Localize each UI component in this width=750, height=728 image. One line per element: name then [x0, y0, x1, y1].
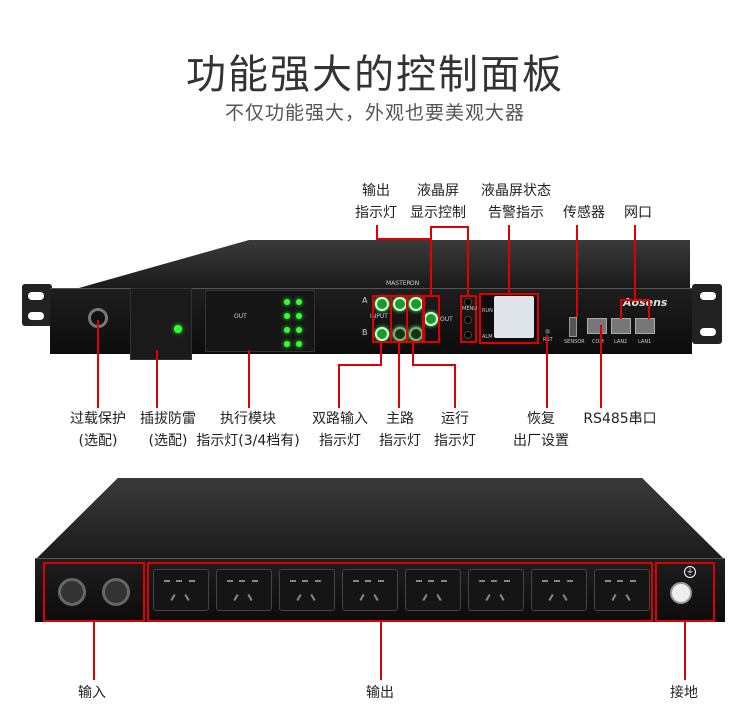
front-pdu-top [78, 240, 690, 288]
power-socket[interactable] [468, 569, 524, 611]
label-lcd-status: 液晶屏状态告警指示 [481, 183, 551, 221]
out-led-box [423, 295, 440, 343]
label-lcd-control: 液晶屏显示控制 [410, 183, 466, 221]
label-overload: 过载保护(选配) [70, 411, 126, 449]
label-module: 执行模块指示灯(3/4档有) [196, 411, 300, 449]
power-socket[interactable] [216, 569, 272, 611]
input-b-led [375, 327, 389, 341]
output-box [147, 562, 653, 622]
input-cable-1 [58, 578, 86, 606]
label-network: 网口 [624, 205, 652, 221]
com-port[interactable] [587, 318, 607, 334]
power-socket[interactable] [153, 569, 209, 611]
on-led-box [406, 295, 424, 343]
input-box [43, 562, 145, 622]
run-text: RUN [482, 308, 493, 314]
b-text: B [362, 328, 368, 337]
page-subtitle: 不仅功能强大，外观也要美观大器 [224, 102, 525, 124]
label-reset: 恢复出厂设置 [513, 411, 569, 449]
label-main: 主路指示灯 [379, 411, 421, 449]
lcd-screen [494, 296, 534, 338]
lan2-text: LAN2 [614, 339, 628, 345]
label-sensor: 传感器 [563, 205, 605, 221]
brand-logo: Aosens [623, 296, 668, 309]
a-text: A [362, 296, 368, 305]
label-dual-input: 双路输入指示灯 [312, 411, 368, 449]
sensor-text: SENSOR [564, 339, 585, 345]
down-button[interactable] [464, 331, 472, 339]
label-input: 输入 [78, 685, 106, 701]
power-socket[interactable] [531, 569, 587, 611]
ground-box [655, 562, 715, 622]
lan1-port[interactable] [635, 318, 655, 334]
input-cable-2 [102, 578, 130, 606]
page-title: 功能强大的控制面板 [186, 52, 564, 98]
label-ground: 接地 [670, 685, 698, 701]
rear-pdu-top [35, 478, 725, 560]
label-rs485: RS485串口 [583, 411, 657, 427]
com-text: COM [592, 339, 604, 345]
ground-icon: ⏚ [684, 566, 696, 578]
power-socket[interactable] [405, 569, 461, 611]
reset-button[interactable] [545, 329, 550, 334]
out-led [424, 312, 438, 326]
sensor-port[interactable] [569, 317, 577, 337]
out-text: OUT [440, 316, 453, 323]
power-socket[interactable] [594, 569, 650, 611]
label-surge: 插拔防雷(选配) [140, 411, 196, 449]
input-a-led [375, 297, 389, 311]
label-run: 运行指示灯 [434, 411, 476, 449]
power-socket[interactable] [279, 569, 335, 611]
master-text: MASTER [386, 280, 411, 287]
lan1-text: LAN1 [638, 339, 652, 345]
menu-button[interactable] [464, 298, 472, 306]
input-text: INPUT [370, 313, 388, 320]
input-led-box [372, 295, 392, 343]
label-output-led: 输出指示灯 [355, 183, 397, 221]
module-out-text: OUT [234, 313, 247, 320]
alm-text: ALM [482, 334, 493, 340]
up-button[interactable] [464, 316, 472, 324]
execution-module: OUT [205, 290, 315, 352]
left-rack-ear [22, 284, 52, 326]
on-text: ON [410, 280, 420, 287]
menu-buttons [460, 295, 477, 343]
label-output: 输出 [366, 685, 394, 701]
right-rack-ear [692, 284, 722, 344]
ground-terminal [670, 582, 692, 604]
menu-text: MENU [462, 306, 477, 312]
power-socket[interactable] [342, 569, 398, 611]
surge-module [130, 288, 192, 360]
lan2-port[interactable] [611, 318, 631, 334]
